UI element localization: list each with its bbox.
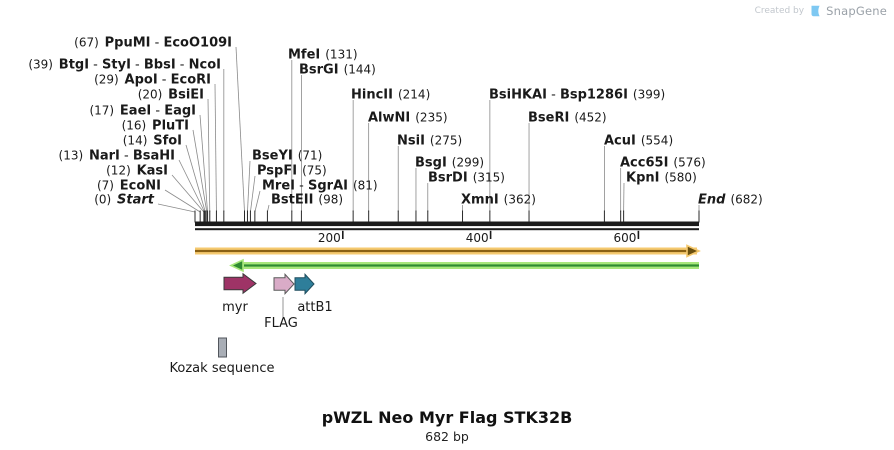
site-leader-line xyxy=(157,203,196,213)
plasmid-length: 682 bp xyxy=(425,429,469,444)
sequence-bar xyxy=(195,221,699,227)
site-leader-line xyxy=(235,46,245,213)
plasmid-title: pWZL Neo Myr Flag STK32B xyxy=(321,408,573,427)
site-label-pluti: (16) PluTI xyxy=(122,119,189,134)
site-leader-line xyxy=(199,114,208,213)
snapgene-brand-text: SnapGene xyxy=(826,4,887,18)
site-label-bsiei: (20) BsiEI xyxy=(138,88,204,103)
sequence-bar-lower xyxy=(195,228,699,231)
site-label-bsteii: BstEII(98) xyxy=(271,193,343,208)
site-label-end: End(682) xyxy=(698,193,763,208)
site-label-hincii: HincII(214) xyxy=(351,88,430,103)
site-leader-line xyxy=(207,98,211,213)
feature-label-myr: myr xyxy=(222,300,248,315)
scale-tick-label: 400 xyxy=(466,231,489,245)
site-leader-line xyxy=(214,83,217,213)
site-label-pspfi: PspFI(75) xyxy=(257,164,327,179)
feature-box-kozak xyxy=(218,337,227,358)
feature-arrow-myr xyxy=(223,272,257,295)
site-leader-line xyxy=(185,144,206,213)
site-label-btgi: (39) BtgI - StyI - BbsI - NcoI xyxy=(28,58,221,73)
feature-label-kozak-sequence: Kozak sequence xyxy=(170,361,275,376)
site-leader-line xyxy=(254,190,261,213)
site-label-xmni: XmnI(362) xyxy=(461,193,536,208)
site-label-eaei: (17) EaeI - EagI xyxy=(89,104,196,119)
site-label-nsii: NsiI(275) xyxy=(397,134,462,149)
reverse-strand-core xyxy=(244,264,699,267)
site-label-alwni: AlwNI(235) xyxy=(368,111,448,126)
feature-label-attb1: attB1 xyxy=(297,300,332,315)
site-label-kpni: KpnI(580) xyxy=(626,171,697,186)
created-by-text: Created by xyxy=(754,6,805,16)
site-label-acc65i: Acc65I(576) xyxy=(620,156,706,171)
site-label-sfoi: (14) SfoI xyxy=(123,134,182,149)
site-label-econi: (7) EcoNI xyxy=(97,179,161,194)
site-leader-line xyxy=(171,174,205,213)
site-label-mfei: MfeI(131) xyxy=(288,48,358,63)
scale-tick-label: 600 xyxy=(613,231,636,245)
site-label-ppumi: (67) PpuMI - EcoO109I xyxy=(74,36,232,51)
feature-arrow-flag xyxy=(273,272,295,296)
site-label-apoi: (29) ApoI - EcoRI xyxy=(94,73,211,88)
title-block: pWZL Neo Myr Flag STK32B 682 bp xyxy=(0,408,894,444)
snapgene-logo-icon xyxy=(811,5,820,16)
site-label-mrei: MreI - SgrAI(81) xyxy=(262,179,378,194)
feature-label-flag: FLAG xyxy=(264,316,298,331)
site-label-bsihkai: BsiHKAI - Bsp1286I(399) xyxy=(489,88,665,103)
site-label-kasi: (12) KasI xyxy=(106,164,168,179)
site-label-bseri: BseRI(452) xyxy=(528,111,607,126)
site-label-bsrgi: BsrGI(144) xyxy=(299,63,376,78)
reverse-strand-arrowhead xyxy=(229,258,244,273)
scale-tick-label: 200 xyxy=(318,231,341,245)
site-leader-line xyxy=(250,175,256,213)
site-label-bseyi: BseYI(71) xyxy=(252,149,322,164)
site-label-bsgi: BsgI(299) xyxy=(415,156,484,171)
site-leader-line xyxy=(192,129,208,213)
site-label-acui: AcuI(554) xyxy=(604,134,673,149)
watermark: Created by SnapGene xyxy=(755,4,887,18)
site-leader-line xyxy=(164,189,201,213)
forward-strand-core xyxy=(195,249,687,253)
feature-arrow-attb1 xyxy=(294,272,315,296)
site-label-nari: (13) NarI - BsaHI xyxy=(59,149,175,164)
site-leader-line xyxy=(247,160,251,213)
site-label-start: (0) Start xyxy=(94,193,155,208)
forward-strand-arrowhead xyxy=(686,244,701,258)
site-leader-line xyxy=(178,159,205,213)
site-label-bsrdi: BsrDI(315) xyxy=(428,171,505,186)
